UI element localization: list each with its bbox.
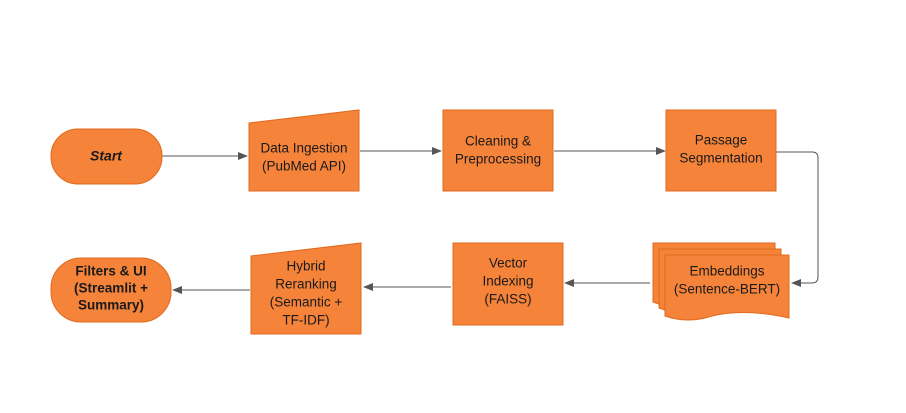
node-vector-indexing-line1: Vector [489, 256, 528, 271]
node-hybrid-reranking[interactable]: Hybrid Reranking (Semantic + TF-IDF) [250, 242, 362, 335]
node-hybrid-reranking-line1: Hybrid [286, 259, 325, 274]
node-hybrid-reranking-line3: (Semantic + [270, 295, 343, 310]
node-data-ingestion-line2: (PubMed API) [262, 159, 346, 174]
node-filters-ui-line1: Filters & UI [75, 264, 146, 279]
node-segmentation-line2: Segmentation [679, 151, 762, 166]
node-vector-indexing-line2: Indexing [482, 274, 533, 289]
node-filters-ui-line3: Summary) [78, 298, 144, 313]
node-vector-indexing-line3: (FAISS) [484, 292, 531, 307]
node-hybrid-reranking-line2: Reranking [275, 277, 337, 292]
node-data-ingestion-line1: Data Ingestion [260, 141, 347, 156]
node-embeddings[interactable]: Embeddings (Sentence-BERT) [652, 242, 790, 321]
node-cleaning[interactable]: Cleaning & Preprocessing [442, 109, 554, 192]
node-embeddings-line2: (Sentence-BERT) [674, 282, 780, 297]
edge-segmentation-to-embeddings [776, 151, 819, 287]
edges [162, 147, 819, 294]
node-segmentation[interactable]: Passage Segmentation [665, 109, 777, 192]
node-vector-indexing[interactable]: Vector Indexing (FAISS) [452, 242, 564, 326]
node-data-ingestion[interactable]: Data Ingestion (PubMed API) [248, 109, 360, 192]
node-filters-ui[interactable]: Filters & UI (Streamlit + Summary) [50, 257, 172, 323]
node-hybrid-reranking-line4: TF-IDF) [282, 313, 329, 328]
node-segmentation-line1: Passage [695, 133, 748, 148]
node-start[interactable]: Start [50, 128, 163, 185]
node-start-label: Start [90, 148, 123, 164]
node-cleaning-line2: Preprocessing [455, 152, 541, 167]
node-cleaning-line1: Cleaning & [465, 134, 531, 149]
node-filters-ui-line2: (Streamlit + [74, 281, 148, 296]
node-embeddings-line1: Embeddings [689, 264, 764, 279]
